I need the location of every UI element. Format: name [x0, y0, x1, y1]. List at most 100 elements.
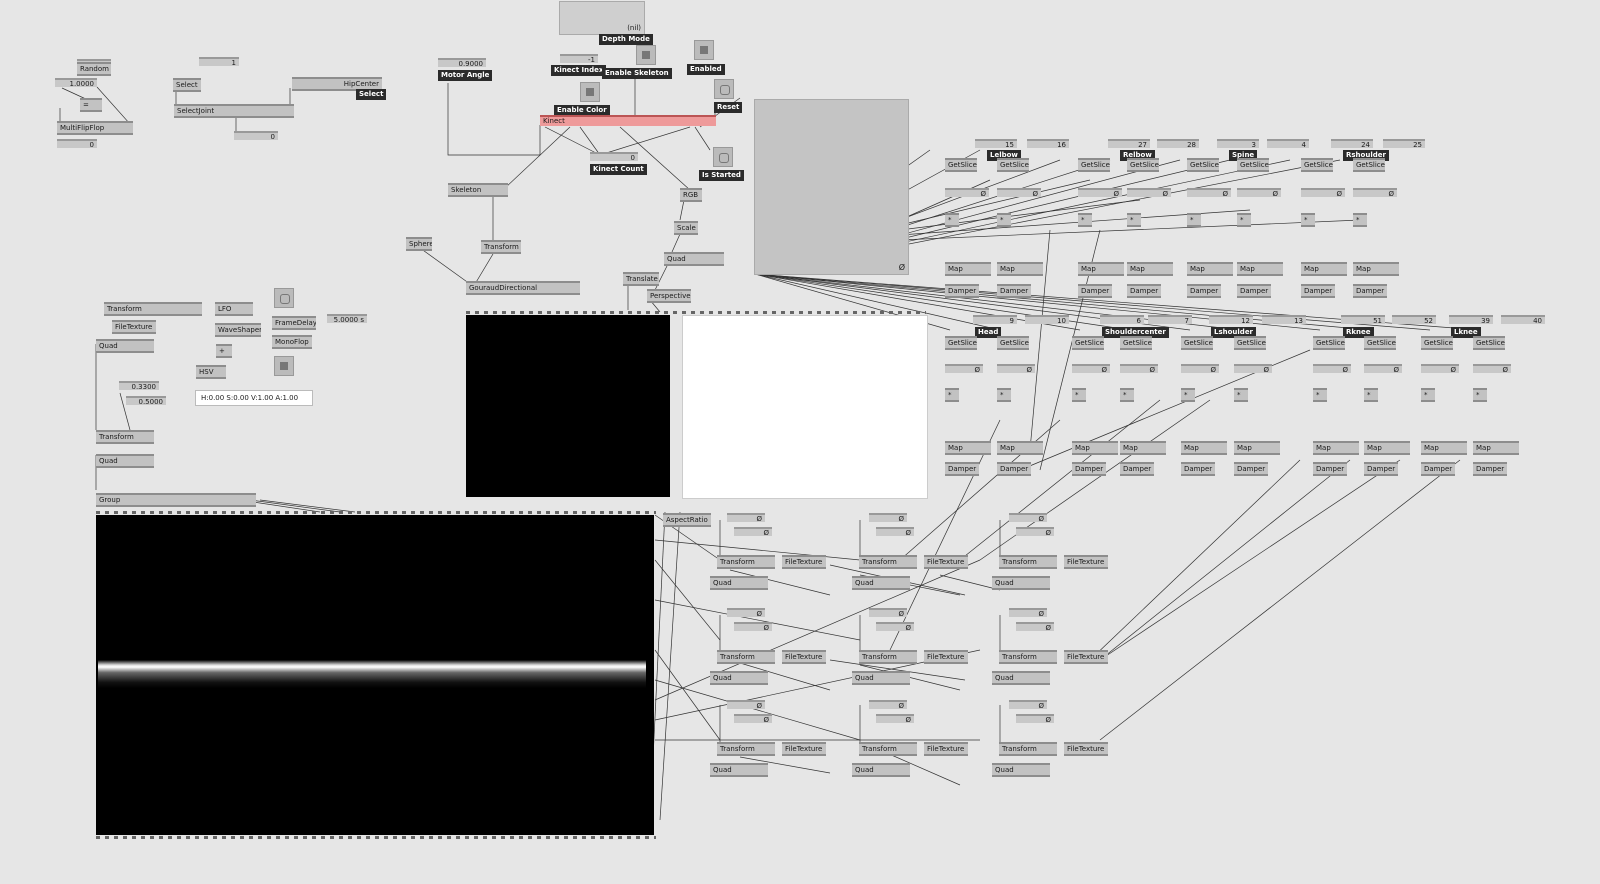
kinect-index-value[interactable]: -1: [560, 54, 598, 64]
multiflipflop-node[interactable]: MultiFlipFlop: [57, 121, 133, 135]
getslice-node[interactable]: GetSlice: [997, 336, 1029, 350]
lfo-bang[interactable]: [274, 288, 294, 308]
joint-index-top-27[interactable]: 27: [1108, 139, 1150, 149]
joint-index-top-24[interactable]: 24: [1331, 139, 1373, 149]
transform-node[interactable]: Transform: [999, 650, 1057, 664]
getslice-node[interactable]: GetSlice: [1127, 158, 1159, 172]
filetexture-node[interactable]: FileTexture: [924, 650, 968, 664]
damper-node[interactable]: Damper: [1078, 284, 1112, 298]
skeleton-node[interactable]: Skeleton: [448, 183, 508, 197]
multiply-node[interactable]: *: [1364, 388, 1378, 402]
transform-node[interactable]: Transform: [999, 742, 1057, 756]
phi-value[interactable]: Ø: [1078, 188, 1122, 198]
phi-value[interactable]: Ø: [1421, 364, 1459, 374]
one-box[interactable]: 1: [199, 57, 239, 67]
getslice-node[interactable]: GetSlice: [1313, 336, 1345, 350]
phi-value[interactable]: Ø: [1016, 527, 1054, 537]
getslice-node[interactable]: GetSlice: [1120, 336, 1152, 350]
transform-node-top[interactable]: Transform: [481, 240, 521, 254]
map-node[interactable]: Map: [997, 262, 1043, 276]
transform-node-left-2[interactable]: Transform: [96, 430, 154, 444]
quad-node[interactable]: Quad: [992, 576, 1050, 590]
phi-value[interactable]: Ø: [1301, 188, 1345, 198]
quad-node[interactable]: Quad: [710, 576, 768, 590]
multiply-node[interactable]: *: [1421, 388, 1435, 402]
quad-node[interactable]: Quad: [852, 671, 910, 685]
map-node[interactable]: Map: [1313, 441, 1359, 455]
joint-index-bottom-40[interactable]: 40: [1501, 315, 1545, 325]
transform-node-left[interactable]: Transform: [104, 302, 202, 316]
phi-value[interactable]: Ø: [1120, 364, 1158, 374]
damper-node[interactable]: Damper: [1181, 462, 1215, 476]
getslice-node[interactable]: GetSlice: [1473, 336, 1505, 350]
monoflop-node[interactable]: MonoFlop: [272, 335, 312, 349]
getslice-node[interactable]: GetSlice: [1421, 336, 1453, 350]
damper-node[interactable]: Damper: [1301, 284, 1335, 298]
phi-value[interactable]: Ø: [869, 700, 907, 710]
phi-value[interactable]: Ø: [945, 188, 989, 198]
phi-value[interactable]: Ø: [727, 608, 765, 618]
joint-index-bottom-12[interactable]: 12: [1209, 315, 1253, 325]
phi-value[interactable]: Ø: [734, 527, 772, 537]
damper-node[interactable]: Damper: [1364, 462, 1398, 476]
plus-node[interactable]: +: [216, 344, 232, 358]
filetexture-node[interactable]: FileTexture: [1064, 555, 1108, 569]
phi-value[interactable]: Ø: [945, 364, 983, 374]
phi-value[interactable]: Ø: [734, 714, 772, 724]
phi-value[interactable]: Ø: [997, 364, 1035, 374]
damper-node[interactable]: Damper: [1313, 462, 1347, 476]
multiply-node[interactable]: *: [1301, 213, 1315, 227]
map-node[interactable]: Map: [1234, 441, 1280, 455]
joint-index-bottom-9[interactable]: 9: [973, 315, 1017, 325]
reset-bang[interactable]: [714, 79, 734, 99]
joint-index-top-28[interactable]: 28: [1157, 139, 1199, 149]
phi-value[interactable]: Ø: [1016, 622, 1054, 632]
depth-mode-display[interactable]: (nil): [559, 1, 645, 35]
phi-value[interactable]: Ø: [1009, 608, 1047, 618]
phi-value[interactable]: Ø: [1364, 364, 1402, 374]
map-node[interactable]: Map: [945, 262, 991, 276]
map-node[interactable]: Map: [1078, 262, 1124, 276]
equals-node[interactable]: =: [80, 98, 102, 112]
group-node[interactable]: Group: [96, 493, 256, 507]
random-node[interactable]: Random: [77, 62, 111, 76]
rgb-node[interactable]: RGB: [680, 188, 702, 202]
joint-index-top-15[interactable]: 15: [975, 139, 1017, 149]
joint-index-bottom-51[interactable]: 51: [1341, 315, 1385, 325]
multiply-node[interactable]: *: [1353, 213, 1367, 227]
phi-value[interactable]: Ø: [1234, 364, 1272, 374]
transform-node[interactable]: Transform: [859, 555, 917, 569]
transform-node[interactable]: Transform: [859, 742, 917, 756]
kinect-node[interactable]: Kinect: [540, 115, 716, 126]
quad-node[interactable]: Quad: [710, 671, 768, 685]
joint-index-bottom-10[interactable]: 10: [1025, 315, 1069, 325]
getslice-node[interactable]: GetSlice: [1072, 336, 1104, 350]
multiply-node[interactable]: *: [1473, 388, 1487, 402]
quad-node-left[interactable]: Quad: [96, 339, 154, 353]
multiply-node[interactable]: *: [1127, 213, 1141, 227]
getslice-node[interactable]: GetSlice: [1237, 158, 1269, 172]
map-node[interactable]: Map: [1120, 441, 1166, 455]
sphere-node[interactable]: Sphere: [406, 237, 432, 251]
filetexture-node-left[interactable]: FileTexture: [112, 320, 156, 334]
damper-node[interactable]: Damper: [997, 462, 1031, 476]
multiply-node[interactable]: *: [1181, 388, 1195, 402]
damper-node[interactable]: Damper: [1353, 284, 1387, 298]
phi-value[interactable]: Ø: [1237, 188, 1281, 198]
phi-value[interactable]: Ø: [1187, 188, 1231, 198]
phi-value[interactable]: Ø: [869, 513, 907, 523]
map-node[interactable]: Map: [1072, 441, 1118, 455]
translate-node[interactable]: Translate: [623, 272, 659, 286]
damper-node[interactable]: Damper: [1234, 462, 1268, 476]
filetexture-node[interactable]: FileTexture: [782, 650, 826, 664]
damper-node[interactable]: Damper: [997, 284, 1031, 298]
aspectratio-node[interactable]: AspectRatio: [663, 513, 711, 527]
phi-value[interactable]: Ø: [1473, 364, 1511, 374]
joint-index-top-3[interactable]: 3: [1217, 139, 1259, 149]
map-node[interactable]: Map: [1364, 441, 1410, 455]
zero-a-box[interactable]: 0: [57, 139, 97, 149]
transform-node[interactable]: Transform: [859, 650, 917, 664]
joint-index-bottom-6[interactable]: 6: [1100, 315, 1144, 325]
map-node[interactable]: Map: [997, 441, 1043, 455]
joint-index-bottom-7[interactable]: 7: [1148, 315, 1192, 325]
